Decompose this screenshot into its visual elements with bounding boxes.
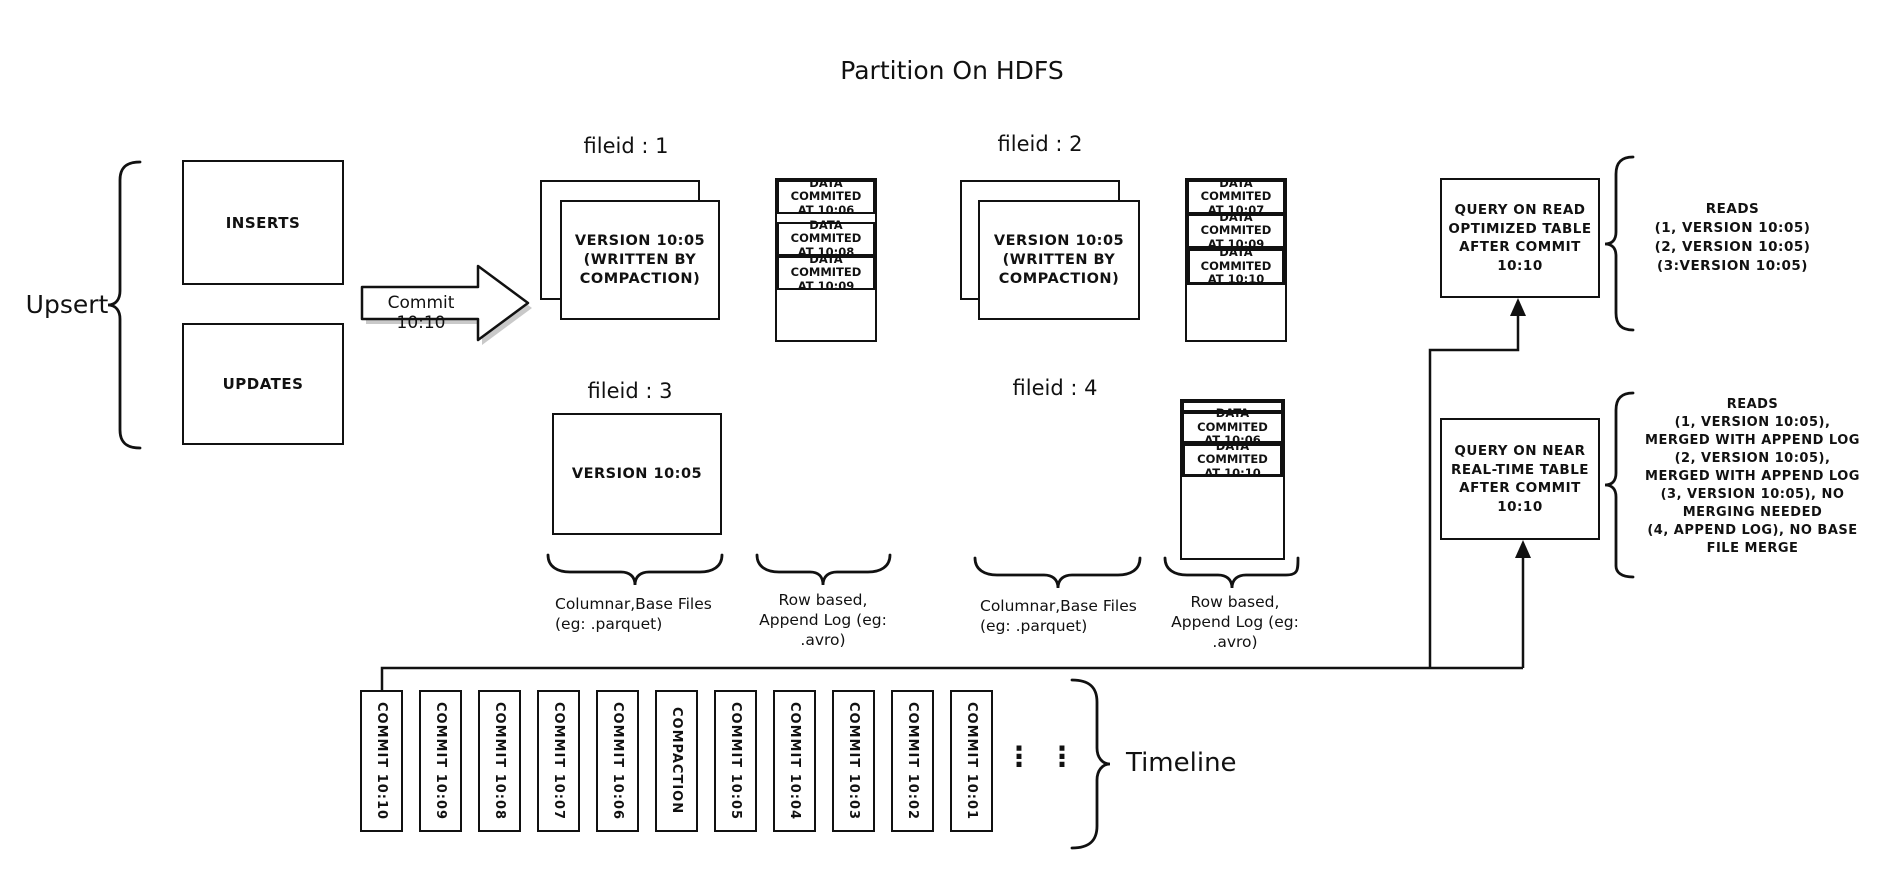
timeline-commit-box: COMMIT 10:05: [714, 690, 757, 832]
timeline-commit-box: COMMIT 10:03: [832, 690, 875, 832]
log-cell: DATA COMMITED AT 10:09: [777, 252, 875, 293]
columnar-brace-1: [546, 553, 724, 586]
updates-label: UPDATES: [222, 375, 304, 393]
diagram-title: Partition On HDFS: [840, 56, 1064, 85]
fileid-1-base-text: VERSION 10:05 (WRITTEN BY COMPACTION): [574, 232, 706, 287]
fileid-1-append-log: DATA COMMITED AT 10:06 DATA COMMITED AT …: [775, 176, 877, 342]
timeline-commit-label: COMMIT 10:08: [492, 701, 507, 821]
timeline-commit-box: COMMIT 10:06: [596, 690, 639, 832]
arrowhead-read-optimized: [1510, 298, 1526, 316]
log-cell: DATA COMMITED AT 10:09: [1187, 210, 1285, 251]
fileid-2-base-file: VERSION 10:05 (WRITTEN BY COMPACTION): [978, 200, 1140, 320]
fileid-4-label: fileid : 4: [1012, 376, 1098, 400]
timeline-to-query-connectors: [380, 314, 1525, 690]
fileid-3-label: fileid : 3: [587, 379, 673, 403]
query-near-realtime-box: QUERY ON NEAR REAL-TIME TABLE AFTER COMM…: [1440, 418, 1600, 540]
columnar-base-files-label-2: Columnar,Base Files (eg: .parquet): [980, 597, 1137, 635]
upsert-label: Upsert: [25, 290, 109, 319]
commit-arrow-label: Commit 10:10: [387, 293, 455, 333]
log-cell-new-commit: DATA COMMITED AT 10:10: [1187, 246, 1285, 286]
timeline-commit-box: COMMIT 10:08: [478, 690, 521, 832]
row-append-log-label-2: Row based, Append Log (eg: .avro): [1171, 593, 1299, 651]
timeline-compaction-box: COMPACTION: [655, 690, 698, 832]
timeline-commit-label: COMMIT 10:10: [374, 701, 389, 821]
log-cell-new-commit: DATA COMMITED AT 10:10: [1182, 439, 1283, 480]
timeline-ellipsis-icon: ⋮: [1048, 740, 1076, 773]
log-cell: DATA COMMITED AT 10:07: [1187, 176, 1285, 217]
inserts-box: INSERTS: [182, 160, 344, 285]
timeline: COMMIT 10:10 COMMIT 10:09 COMMIT 10:08 C…: [360, 690, 1060, 832]
timeline-commit-box: COMMIT 10:07: [537, 690, 580, 832]
log-cell: DATA COMMITED AT 10:06: [1182, 407, 1283, 447]
fileid-2-label: fileid : 2: [997, 132, 1083, 156]
timeline-commit-box: COMMIT 10:01: [950, 690, 993, 832]
rowlog-brace-1: [755, 553, 892, 586]
fileid-3-base-file: VERSION 10:05: [552, 413, 722, 535]
reads-near-realtime: READS (1, VERSION 10:05), MERGED WITH AP…: [1645, 397, 1860, 556]
fileid-3-base-text: VERSION 10:05: [571, 466, 703, 482]
timeline-commit-label: COMMIT 10:09: [433, 701, 448, 821]
log-cell-empty-strip: [1182, 401, 1283, 412]
fileid-2-base-text: VERSION 10:05 (WRITTEN BY COMPACTION): [993, 232, 1125, 287]
timeline-brace: [1070, 678, 1111, 850]
timeline-commit-label: COMMIT 10:01: [964, 701, 979, 821]
log-cell: DATA COMMITED AT 10:08: [777, 218, 875, 259]
timeline-label: Timeline: [1126, 748, 1237, 778]
timeline-commit-box: COMMIT 10:09: [419, 690, 462, 832]
columnar-base-files-label-1: Columnar,Base Files (eg: .parquet): [555, 595, 712, 633]
timeline-ellipsis-icon: ⋮: [1005, 740, 1033, 773]
fileid-1-base-file: VERSION 10:05 (WRITTEN BY COMPACTION): [560, 200, 720, 320]
timeline-commit-label: COMMIT 10:02: [905, 701, 920, 821]
timeline-commit-label: COMMIT 10:06: [610, 701, 625, 821]
fileid-2-append-log: DATA COMMITED AT 10:07 DATA COMMITED AT …: [1185, 176, 1287, 342]
fileid-1-label: fileid : 1: [583, 134, 669, 158]
timeline-commit-box: COMMIT 10:02: [891, 690, 934, 832]
columnar-brace-2: [973, 556, 1142, 589]
row-append-log-label-1: Row based, Append Log (eg: .avro): [759, 591, 887, 649]
fileid-4-append-log: DATA COMMITED AT 10:06 DATA COMMITED AT …: [1180, 399, 1285, 560]
query-read-optimized-box: QUERY ON READ OPTIMIZED TABLE AFTER COMM…: [1440, 178, 1600, 298]
arrowhead-near-realtime: [1515, 540, 1531, 558]
timeline-commit-label: COMMIT 10:04: [787, 701, 802, 821]
timeline-commit-label: COMMIT 10:07: [551, 701, 566, 821]
timeline-commit-label: COMMIT 10:03: [846, 701, 861, 821]
timeline-commit-box: COMMIT 10:04: [773, 690, 816, 832]
log-cell: DATA COMMITED AT 10:06: [777, 176, 875, 217]
reads-brace-2: [1604, 391, 1635, 579]
query-near-realtime-text: QUERY ON NEAR REAL-TIME TABLE AFTER COMM…: [1450, 443, 1590, 515]
inserts-label: INSERTS: [225, 213, 301, 232]
rowlog-brace-2: [1163, 556, 1300, 589]
query-read-optimized-text: QUERY ON READ OPTIMIZED TABLE AFTER COMM…: [1448, 202, 1592, 274]
reads-brace-1: [1604, 155, 1635, 332]
timeline-commit-box: COMMIT 10:10: [360, 690, 403, 832]
upsert-brace: [107, 160, 142, 450]
updates-box: UPDATES: [182, 323, 344, 445]
timeline-compaction-label: COMPACTION: [669, 707, 684, 815]
reads-read-optimized: READS (1, VERSION 10:05) (2, VERSION 10:…: [1654, 201, 1811, 274]
timeline-commit-label: COMMIT 10:05: [728, 701, 743, 821]
commit-arrow-shape: [360, 264, 530, 342]
